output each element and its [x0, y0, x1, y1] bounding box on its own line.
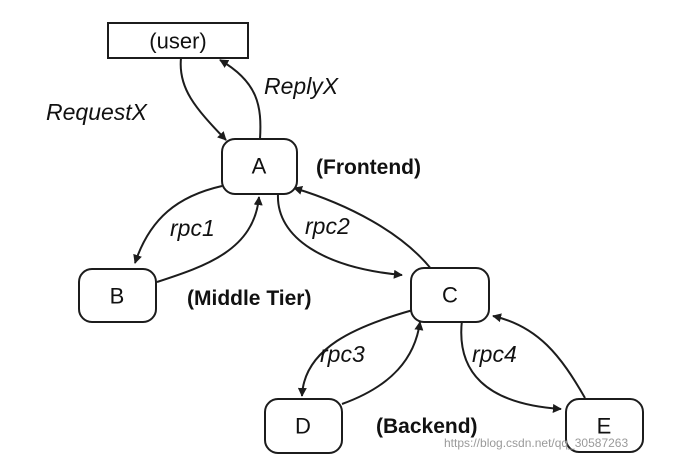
node-d: D — [264, 398, 343, 454]
reply-edge — [219, 59, 262, 140]
node-a-label: A — [252, 154, 267, 179]
node-a: A — [221, 138, 298, 195]
request-edge — [179, 57, 227, 141]
rpc4-label: rpc4 — [472, 341, 517, 367]
rpc3-label: rpc3 — [320, 341, 365, 367]
user-node-label: (user) — [149, 29, 206, 54]
user-node: (user) — [107, 22, 249, 59]
rpc4-reply-edge — [492, 313, 586, 399]
rpc4-call-edge — [460, 319, 562, 413]
middle-tier-label: (Middle Tier) — [187, 287, 311, 310]
frontend-tier-label: (Frontend) — [316, 156, 421, 179]
reply-label: ReplyX — [264, 73, 340, 99]
node-c: C — [410, 267, 490, 323]
node-e-label: E — [597, 414, 612, 439]
request-label: RequestX — [46, 99, 149, 125]
rpc1-reply-edge — [156, 196, 263, 283]
node-d-label: D — [295, 414, 311, 439]
rpc3-reply-edge — [341, 321, 424, 405]
node-e: E — [565, 398, 644, 453]
node-b: B — [78, 268, 157, 323]
node-c-label: C — [442, 283, 458, 308]
rpc1-label: rpc1 — [170, 215, 215, 241]
rpc2-label: rpc2 — [305, 213, 350, 239]
watermark-text: https://blog.csdn.net/qq_30587263 — [444, 436, 628, 450]
node-b-label: B — [110, 284, 125, 309]
backend-tier-label: (Backend) — [376, 415, 478, 438]
rpc3-call-edge — [297, 309, 414, 397]
rpc1-call-edge — [133, 185, 223, 264]
rpc2-call-edge — [276, 193, 403, 279]
rpc2-reply-edge — [293, 186, 433, 271]
